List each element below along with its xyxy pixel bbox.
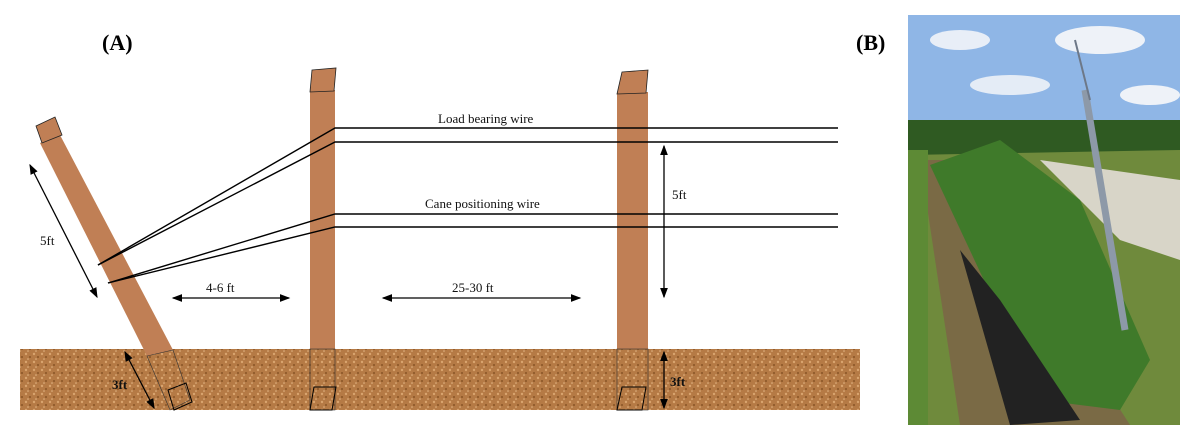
brace-spacing-label: 4-6 ft	[206, 280, 235, 295]
cane-positioning-wire-label: Cane positioning wire	[425, 196, 540, 211]
line-post-1	[309, 67, 337, 411]
panel-label-a: (A)	[102, 30, 133, 55]
post-depth-label: 3ft	[670, 374, 686, 389]
cane-wire-upper	[107, 213, 838, 284]
dimension-arrows	[29, 144, 668, 410]
brace-depth-label: 3ft	[112, 377, 128, 392]
line-post-2	[616, 69, 649, 411]
soil	[20, 349, 860, 410]
load-bearing-wire-lower	[97, 141, 838, 266]
post-spacing-label: 25-30 ft	[452, 280, 494, 295]
panel-label-b: (B)	[856, 30, 885, 55]
load-bearing-wire-upper	[97, 127, 838, 266]
wires	[97, 127, 838, 284]
brace-length-label: 5ft	[40, 233, 55, 248]
post-height-label: 5ft	[672, 187, 687, 202]
load-bearing-wire-label: Load bearing wire	[438, 111, 534, 126]
brace-post-top	[35, 116, 63, 144]
field-photo	[908, 15, 1180, 425]
cane-wire-lower	[107, 226, 838, 284]
